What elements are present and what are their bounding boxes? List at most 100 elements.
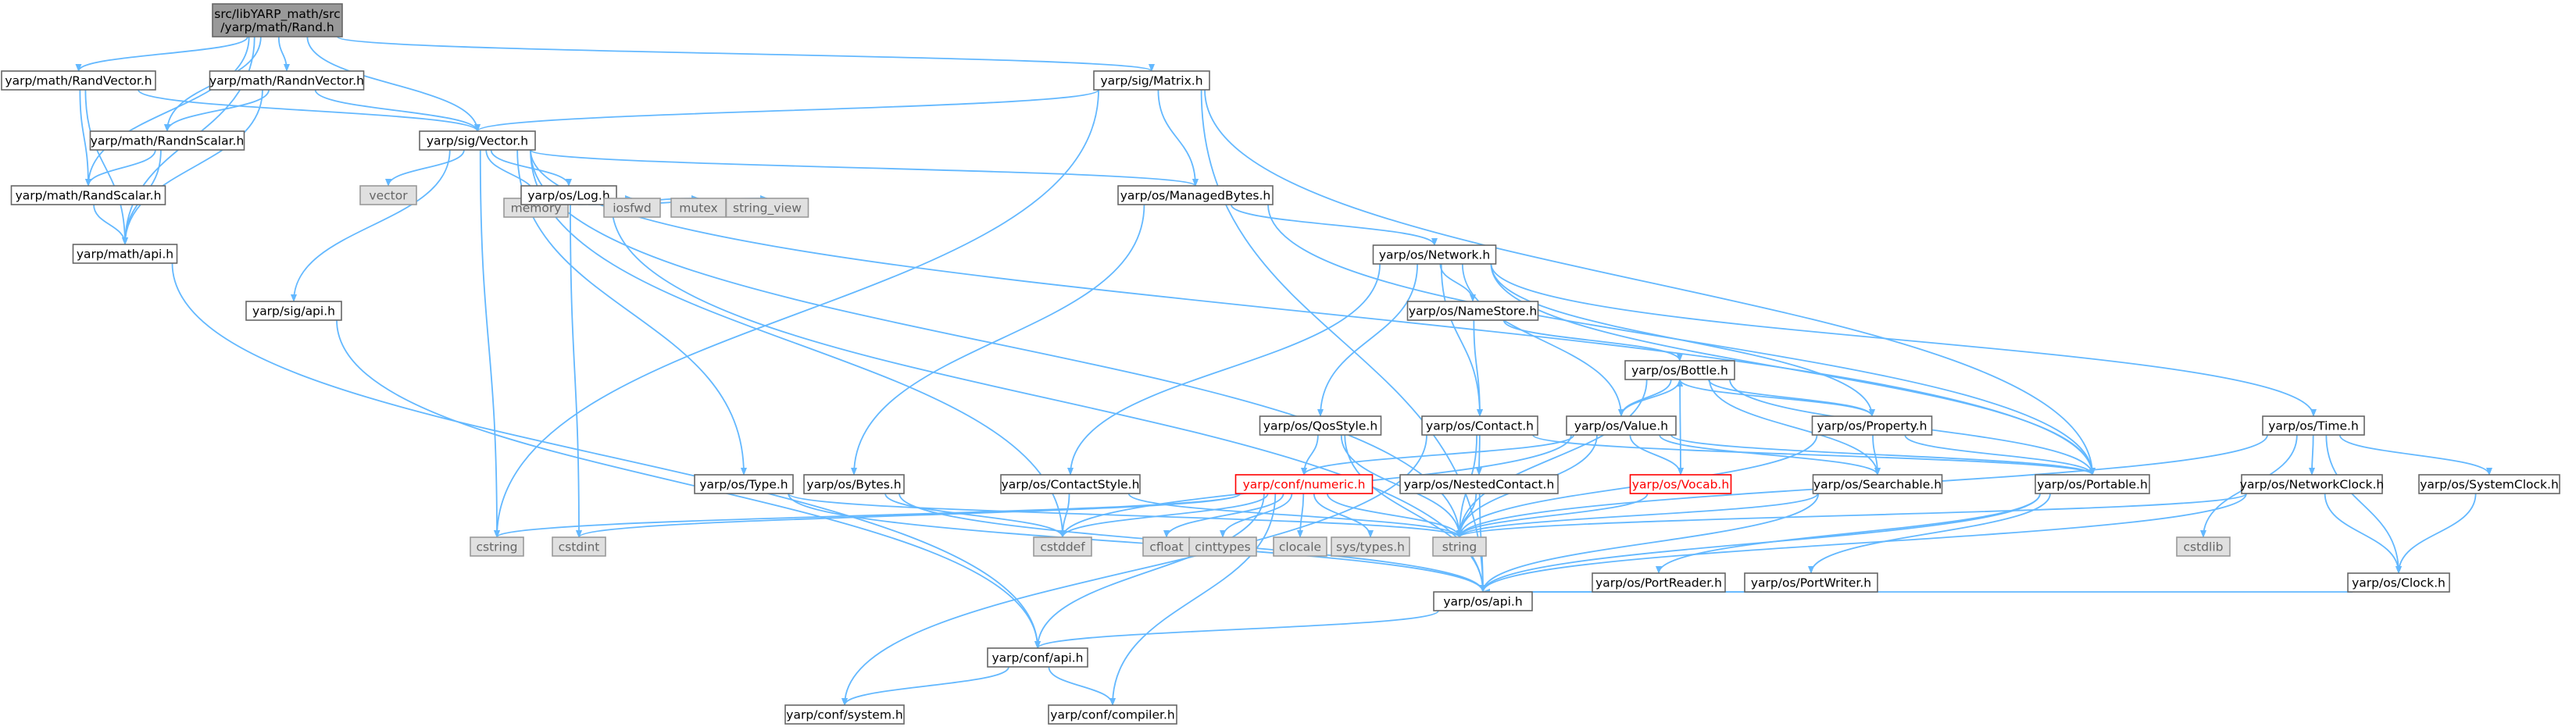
edge-log-to-os-api [611,204,1486,593]
edge-vector-to-std-vector [385,149,465,187]
node-box [2262,415,2365,436]
edge-vector-to-cstring [479,149,500,538]
node-box [1811,415,1933,436]
node-cstddef[interactable]: cstddef [1033,536,1092,557]
node-value[interactable]: yarp/os/Value.h [1566,415,1677,436]
node-box [1372,244,1497,265]
node-conf-compiler[interactable]: yarp/conf/compiler.h [1048,704,1177,725]
edge-network-to-contact [1440,263,1483,417]
edge-numeric-to-systypes [1313,493,1374,538]
node-namestore[interactable]: yarp/os/NameStore.h [1406,301,1539,321]
edge-networkclock-to-string [1456,493,2247,538]
node-mutex[interactable]: mutex [670,198,727,218]
edge-os-type-to-os-api [788,493,1486,593]
edge-rand-h-to-vector [306,36,481,132]
node-vector[interactable]: yarp/sig/Vector.h [419,130,536,151]
edge-time-to-networkclock [2309,434,2316,476]
node-label: vector [369,189,408,203]
node-box [1629,474,1732,494]
node-math-api[interactable]: yarp/math/api.h [72,244,178,264]
edge-conf-api-to-conf-system [841,666,1009,706]
node-iosfwd[interactable]: iosfwd [603,198,661,218]
node-property[interactable]: yarp/os/Property.h [1811,415,1933,436]
node-box [725,198,809,218]
edge-randvector-to-math-api [84,89,128,245]
edge-sig-api-to-conf-api [336,319,1041,649]
edge-portable-to-portwriter [1808,493,2051,574]
node-time[interactable]: yarp/os/Time.h [2262,415,2365,436]
node-os-api[interactable]: yarp/os/api.h [1433,591,1533,611]
node-cinttypes[interactable]: cinttypes [1188,536,1257,557]
edge-randnscalar-to-randscalar [85,149,156,187]
node-log[interactable]: yarp/os/Log.h [520,185,617,205]
edge-conf-api-to-conf-compiler [1048,666,1116,706]
edge-systemclock-to-clock [2396,493,2477,574]
node-conf-api[interactable]: yarp/conf/api.h [987,647,1088,668]
node-label: yarp/os/PortReader.h [1595,576,1722,590]
node-label: yarp/os/NameStore.h [1409,305,1537,319]
edge-value-to-bottle [1620,379,1683,417]
node-portwriter[interactable]: yarp/os/PortWriter.h [1744,572,1878,593]
node-managedbytes[interactable]: yarp/os/ManagedBytes.h [1117,185,1274,205]
node-randnscalar[interactable]: yarp/math/RandnScalar.h [89,130,245,151]
node-box [1093,70,1210,91]
node-box [359,185,417,205]
node-sig-api[interactable]: yarp/sig/api.h [245,301,342,321]
node-std-vector[interactable]: vector [359,185,417,205]
node-box [89,130,245,151]
node-label: cstring [476,540,517,554]
edge-rand-h-to-randnvector [277,36,290,72]
node-contactstyle[interactable]: yarp/os/ContactStyle.h [1000,474,1141,494]
node-box [1624,360,1735,380]
node-cstdlib[interactable]: cstdlib [2176,536,2231,557]
node-clocale[interactable]: clocale [1273,536,1327,557]
node-label: yarp/math/RandnVector.h [209,74,364,88]
node-network[interactable]: yarp/os/Network.h [1372,244,1497,265]
node-systypes[interactable]: sys/types.h [1331,536,1410,557]
node-label: yarp/os/ManagedBytes.h [1120,189,1271,203]
edge-numeric-to-cstddef [1059,493,1269,538]
node-contact[interactable]: yarp/os/Contact.h [1421,415,1538,436]
node-randnvector[interactable]: yarp/math/RandnVector.h [209,70,365,91]
node-cstdint[interactable]: cstdint [552,536,606,557]
node-randvector[interactable]: yarp/math/RandVector.h [1,70,156,91]
node-systemclock[interactable]: yarp/os/SystemClock.h [2418,474,2560,494]
node-clock[interactable]: yarp/os/Clock.h [2347,572,2450,593]
node-randscalar[interactable]: yarp/math/RandScalar.h [10,185,166,205]
node-matrix[interactable]: yarp/sig/Matrix.h [1093,70,1210,91]
node-string[interactable]: string [1432,536,1487,557]
node-label: yarp/os/Type.h [699,478,788,492]
node-label: yarp/math/RandnScalar.h [91,134,245,148]
node-conf-system[interactable]: yarp/conf/system.h [784,704,905,725]
node-cstring[interactable]: cstring [470,536,524,557]
node-box [1421,415,1538,436]
node-portreader[interactable]: yarp/os/PortReader.h [1592,572,1726,593]
node-portable[interactable]: yarp/os/Portable.h [2035,474,2150,494]
node-numeric[interactable]: yarp/conf/numeric.h [1234,474,1374,494]
node-nestedcontact[interactable]: yarp/os/NestedContact.h [1399,474,1559,494]
node-vocab[interactable]: yarp/os/Vocab.h [1629,474,1732,494]
edge-vector-to-sig-api [291,149,451,302]
node-qosstyle[interactable]: yarp/os/QosStyle.h [1259,415,1382,436]
node-label: sys/types.h [1336,540,1405,554]
node-box [803,474,905,494]
node-os-type[interactable]: yarp/os/Type.h [694,474,794,494]
node-searchable[interactable]: yarp/os/Searchable.h [1812,474,1943,494]
node-rand-h[interactable]: src/libYARP_math/src/yarp/math/Rand.h [212,3,343,37]
node-label: yarp/os/api.h [1443,595,1522,609]
node-networkclock[interactable]: yarp/os/NetworkClock.h [2240,474,2384,494]
node-bottle[interactable]: yarp/os/Bottle.h [1624,360,1735,380]
node-cfloat[interactable]: cfloat [1142,536,1191,557]
node-box [1048,704,1177,725]
edge-matrix-to-vector [474,89,1099,132]
edge-managedbytes-to-network [1231,204,1438,246]
edge-value-to-vocab [1629,434,1684,476]
edge-matrix-to-managedbytes [1157,89,1199,187]
edge-network-to-namestore [1439,263,1476,302]
node-string-view[interactable]: string_view [725,198,809,218]
edge-vector-to-log [490,149,572,187]
node-box [1117,185,1274,205]
node-bytes[interactable]: yarp/os/Bytes.h [803,474,905,494]
edge-time-to-clock [2325,434,2402,574]
